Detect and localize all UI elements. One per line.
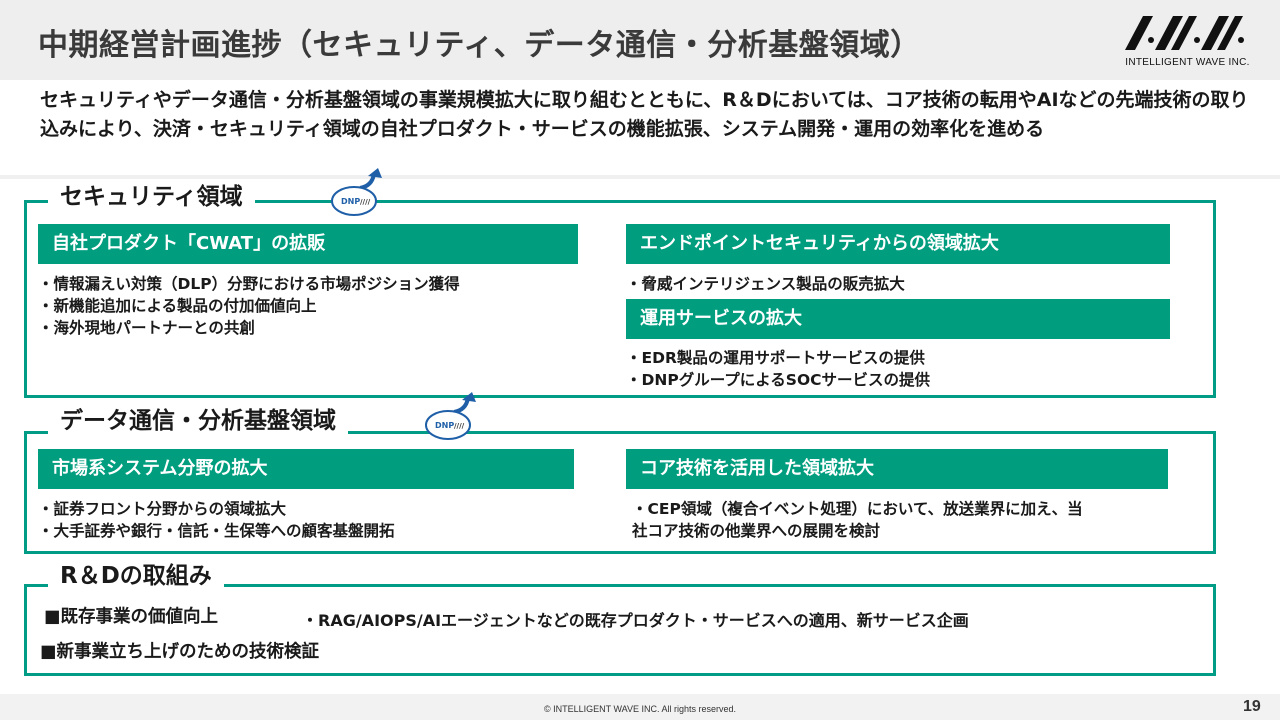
market-system-bullets: ・証券フロント分野からの領域拡大 ・大手証券や銀行・信託・生保等への顧客基盤開拓 bbox=[38, 498, 395, 542]
logo-text: INTELLIGENT WAVE INC. bbox=[1125, 57, 1250, 68]
rd-item-new-business: ■新事業立ち上げのための技術検証 bbox=[40, 642, 320, 662]
operation-service-bar: 運用サービスの拡大 bbox=[626, 299, 1170, 339]
dnp-badge: DNP //// bbox=[330, 168, 394, 216]
list-item: ・EDR製品の運用サポートサービスの提供 bbox=[626, 349, 925, 367]
rd-section bbox=[24, 584, 1216, 676]
svg-text:DNP: DNP bbox=[341, 197, 360, 206]
header bbox=[0, 0, 1280, 80]
operation-bullets: ・EDR製品の運用サポートサービスの提供 ・DNPグループによるSOCサービスの… bbox=[626, 347, 930, 391]
security-section-label: セキュリティ領域 bbox=[48, 182, 255, 212]
page-number: 19 bbox=[1243, 698, 1261, 715]
endpoint-bullets: ・脅威インテリジェンス製品の販売拡大 bbox=[626, 273, 905, 295]
cwat-bullets: ・情報漏えい対策（DLP）分野における市場ポジション獲得 ・新機能追加による製品… bbox=[38, 273, 460, 339]
page-title: 中期経営計画進捗（セキュリティ、データ通信・分析基盤領域） bbox=[38, 28, 921, 63]
copyright: © INTELLIGENT WAVE INC. All rights reser… bbox=[543, 704, 736, 714]
divider bbox=[0, 175, 1280, 179]
list-item: ・CEP領域（複合イベント処理）において、放送業界に加え、当 bbox=[632, 500, 1083, 518]
dnp-arrow-icon: DNP //// bbox=[425, 392, 476, 440]
market-system-bar: 市場系システム分野の拡大 bbox=[38, 449, 574, 489]
list-item: ・海外現地パートナーとの共創 bbox=[38, 319, 255, 337]
core-tech-bar: コア技術を活用した領域拡大 bbox=[626, 449, 1168, 489]
endpoint-expansion-bar: エンドポイントセキュリティからの領域拡大 bbox=[626, 224, 1170, 264]
svg-text:////: //// bbox=[454, 422, 465, 430]
list-item: ・DNPグループによるSOCサービスの提供 bbox=[626, 371, 931, 389]
dnp-arrow-icon: DNP //// bbox=[331, 168, 382, 216]
list-item: 社コア技術の他業界への展開を検討 bbox=[632, 522, 881, 540]
data-comm-section-label: データ通信・分析基盤領域 bbox=[48, 406, 348, 436]
core-tech-bullets: ・CEP領域（複合イベント処理）において、放送業界に加え、当 社コア技術の他業界… bbox=[632, 498, 1083, 542]
logo-mark-icon bbox=[1125, 16, 1244, 50]
svg-text:DNP: DNP bbox=[435, 421, 454, 430]
list-item: ・新機能追加による製品の付加価値向上 bbox=[38, 297, 317, 315]
rd-section-label: R＆Dの取組み bbox=[48, 561, 224, 591]
list-item: ・情報漏えい対策（DLP）分野における市場ポジション獲得 bbox=[38, 275, 460, 293]
intro-text: セキュリティやデータ通信・分析基盤領域の事業規模拡大に取り組むとともに、R＆Dに… bbox=[40, 89, 1249, 140]
list-item: ・脅威インテリジェンス製品の販売拡大 bbox=[626, 275, 905, 293]
svg-text:////: //// bbox=[360, 198, 371, 206]
dnp-badge: DNP //// bbox=[424, 392, 488, 440]
footer bbox=[0, 694, 1280, 720]
cwat-sales-bar: 自社プロダクト「CWAT」の拡販 bbox=[38, 224, 578, 264]
list-item: ・大手証券や銀行・信託・生保等への顧客基盤開拓 bbox=[38, 522, 395, 540]
list-item: ・証券フロント分野からの領域拡大 bbox=[38, 500, 287, 518]
rd-item-value-up: ■既存事業の価値向上 bbox=[44, 607, 219, 627]
rd-item-value-up-detail: ・RAG/AIOPS/AIエージェントなどの既存プロダクト・サービスへの適用、新… bbox=[302, 611, 969, 630]
company-logo: INTELLIGENT WAVE INC. bbox=[1115, 10, 1260, 72]
